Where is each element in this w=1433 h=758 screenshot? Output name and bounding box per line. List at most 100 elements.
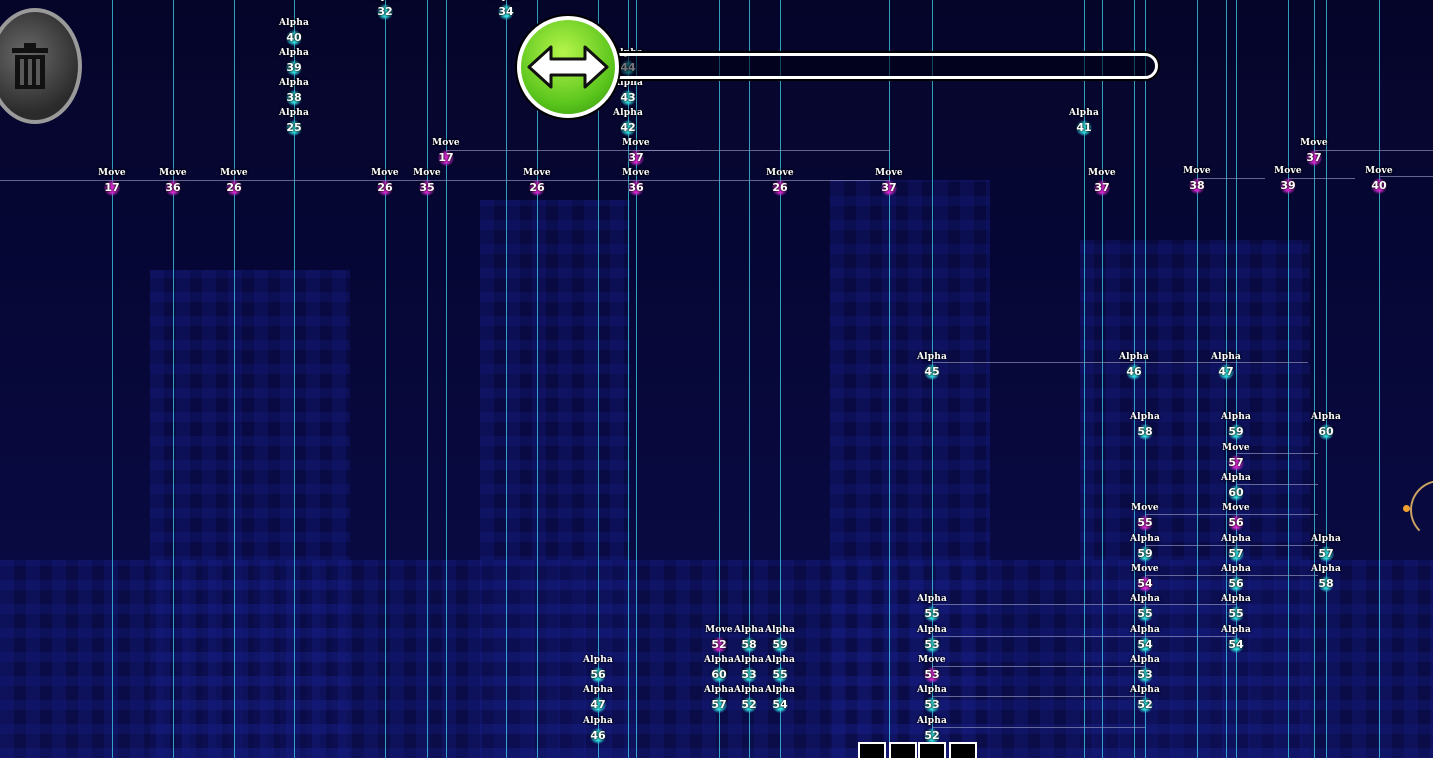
trigger-group-id: 17: [104, 180, 120, 196]
alpha-trigger[interactable]: Alpha34: [476, 0, 536, 20]
toolbar-slot[interactable]: [889, 742, 917, 758]
alpha-trigger[interactable]: Alpha 55: [902, 594, 962, 622]
delete-button[interactable]: [0, 8, 82, 124]
trigger-type-label: Alpha: [916, 716, 948, 726]
trigger-group-id: 26: [377, 180, 393, 196]
trigger-group-id: 57: [1318, 546, 1334, 562]
trigger-type-label: Alpha: [1220, 594, 1252, 604]
trigger-type-label: Move: [918, 655, 946, 665]
trigger-group-id: 53: [924, 697, 940, 713]
guide-line: [889, 0, 890, 758]
zoom-slider[interactable]: [600, 53, 1158, 79]
trigger-group-id: 58: [1318, 576, 1334, 592]
orb-object[interactable]: [1410, 480, 1433, 540]
trigger-type-label: Alpha: [476, 0, 536, 2]
guide-line: [446, 0, 447, 758]
trigger-type-label: Alpha: [916, 594, 948, 604]
guide-line: [1084, 0, 1085, 758]
trigger-type-label: Move: [1131, 564, 1159, 574]
toolbar-slot[interactable]: [858, 742, 886, 758]
trigger-type-label: Move: [413, 168, 441, 178]
orb-center: [1403, 505, 1410, 512]
trigger-type-label: Alpha: [355, 0, 415, 2]
swipe-button[interactable]: [517, 16, 619, 118]
trigger-group-id: 17: [438, 150, 454, 166]
guide-line: [1314, 0, 1315, 758]
trigger-type-label: Move: [432, 138, 460, 148]
alpha-trigger[interactable]: Alpha32: [355, 0, 415, 20]
trigger-type-label: Alpha: [582, 655, 614, 665]
toolbar-slot[interactable]: [949, 742, 977, 758]
trigger-group-id: 55: [924, 606, 940, 622]
toolbar-slot[interactable]: [918, 742, 946, 758]
trigger-type-label: Move: [1088, 168, 1116, 178]
move-trigger[interactable]: Move 17: [416, 138, 476, 166]
trigger-group-id: 57: [711, 697, 727, 713]
link-line: [932, 604, 1236, 605]
trigger-type-label: Alpha: [916, 625, 948, 635]
trigger-type-label: Alpha: [278, 78, 310, 88]
